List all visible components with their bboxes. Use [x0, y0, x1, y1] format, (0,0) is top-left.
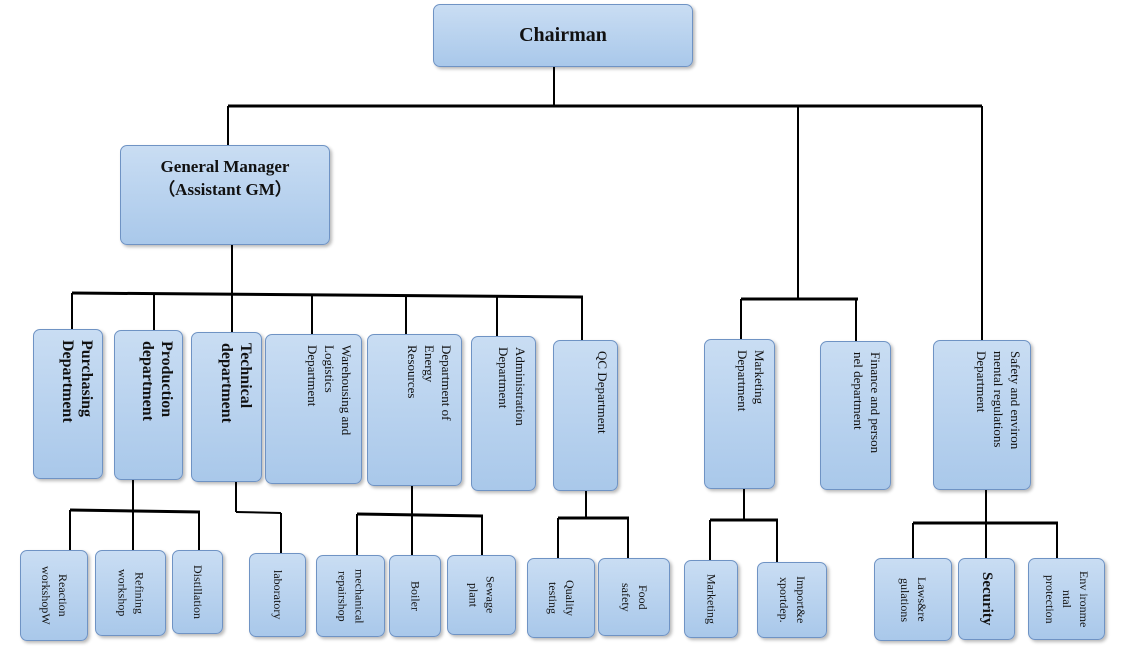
dept-purchasing: Purchasing Department [33, 329, 103, 479]
dept-administration-label: Administration Department [496, 347, 528, 426]
dept-warehousing: Warehousing and Logistics Department [265, 334, 362, 484]
unit-laws: Laws&re gulations [874, 558, 952, 641]
dept-administration: Administration Department [471, 336, 536, 491]
unit-distillation: Distillation [172, 550, 223, 634]
general-manager-title: General Manager [160, 157, 290, 176]
unit-reaction: Reaction workshopW [20, 550, 88, 641]
unit-sewage: Sewage plant [447, 555, 516, 635]
unit-quality: Quality testing [527, 558, 595, 638]
unit-distillation-label: Distillation [191, 565, 205, 619]
unit-food-label: Food safety [619, 582, 650, 612]
dept-production: Production department [114, 330, 183, 480]
unit-import-label: Import&e xportdep. [777, 576, 808, 624]
dept-qc: QC Department [553, 340, 618, 491]
unit-sewage-label: Sewage plant [466, 576, 498, 614]
dept-purchasing-label: Purchasing Department [59, 340, 95, 423]
dept-energy: Department of Energy Resources [367, 334, 462, 486]
unit-marketing: Marketing [684, 560, 738, 638]
unit-environmental-label: Env ironme ntal protection [1043, 570, 1091, 628]
dept-warehousing-label: Warehousing and Logistics Department [305, 345, 354, 436]
unit-refining: Refining workshop [95, 550, 166, 636]
general-manager-box: General Manager （Assistant GM） [120, 145, 330, 245]
unit-food: Food safety [598, 558, 670, 636]
chairman-label: Chairman [519, 24, 607, 46]
unit-import: Import&e xportdep. [757, 562, 827, 638]
dept-technical-label: Technical department [218, 343, 254, 423]
unit-laboratory-label: laboratory [271, 570, 285, 620]
dept-finance-label: Finance and person nel department [851, 352, 883, 454]
unit-laboratory: laboratory [249, 553, 306, 637]
unit-refining-label: Refining workshop [115, 569, 147, 617]
dept-safety-label: Safety and environ mental regulations De… [974, 351, 1023, 450]
dept-production-label: Production department [139, 341, 175, 421]
unit-reaction-label: Reaction workshopW [39, 566, 70, 625]
unit-security-label: Security [979, 572, 995, 626]
dept-qc-label: QC Department [595, 351, 610, 434]
dept-marketing-label: Marketing Department [735, 350, 767, 412]
unit-mechanical: mechanical repairshop [316, 555, 385, 637]
dept-energy-label: Department of Energy Resources [405, 345, 454, 421]
unit-marketing-label: Marketing [704, 574, 719, 624]
unit-boiler-label: Boiler [408, 581, 423, 611]
unit-boiler: Boiler [389, 555, 441, 637]
dept-finance: Finance and person nel department [820, 341, 891, 490]
dept-marketing: Marketing Department [704, 339, 775, 489]
unit-mechanical-label: mechanical repairshop [335, 568, 367, 624]
dept-technical: Technical department [191, 332, 262, 482]
unit-security: Security [958, 558, 1015, 640]
unit-quality-label: Quality testing [546, 580, 577, 616]
general-manager-subtitle: （Assistant GM） [158, 180, 292, 199]
unit-laws-label: Laws&re gulations [898, 577, 929, 622]
unit-environmental: Env ironme ntal protection [1028, 558, 1105, 640]
chairman-box: Chairman [433, 4, 693, 67]
dept-safety: Safety and environ mental regulations De… [933, 340, 1031, 490]
